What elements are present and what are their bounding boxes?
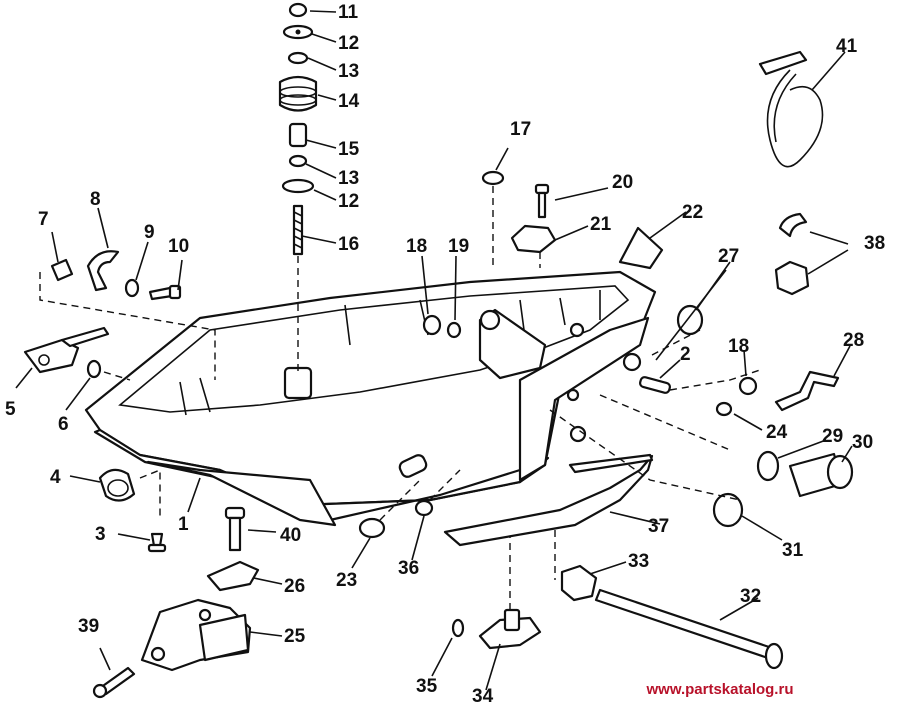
left-side-parts xyxy=(23,250,216,553)
callout-33: 33 xyxy=(628,551,649,572)
callout-17: 17 xyxy=(510,119,531,140)
right-side-parts xyxy=(549,50,854,670)
callout-4: 4 xyxy=(50,467,61,488)
callout-15: 15 xyxy=(338,139,360,160)
callout-27: 27 xyxy=(718,246,739,267)
callout-6: 6 xyxy=(58,414,69,435)
callout-9: 9 xyxy=(144,222,155,243)
callout-10: 10 xyxy=(168,236,189,257)
callout-5: 5 xyxy=(5,399,16,420)
callout-23: 23 xyxy=(336,570,357,591)
callout-34: 34 xyxy=(472,686,494,706)
callout-35: 35 xyxy=(416,676,438,697)
callout-39: 39 xyxy=(78,616,99,637)
callout-18-right: 18 xyxy=(728,336,749,357)
callout-8: 8 xyxy=(90,189,101,210)
callout-29: 29 xyxy=(822,426,843,447)
callout-1: 1 xyxy=(178,514,189,535)
callout-12-top: 12 xyxy=(338,33,359,54)
callout-20: 20 xyxy=(612,172,633,193)
callout-26: 26 xyxy=(284,576,305,597)
callout-31: 31 xyxy=(782,540,804,561)
bottom-left-parts xyxy=(92,506,260,699)
callout-22: 22 xyxy=(682,202,703,223)
lower-cowl-part xyxy=(84,270,657,527)
callout-25: 25 xyxy=(284,626,306,647)
callout-3: 3 xyxy=(95,524,106,545)
callout-11: 11 xyxy=(338,2,359,23)
callout-36: 36 xyxy=(398,558,419,579)
callout-13-bottom: 13 xyxy=(338,168,359,189)
callout-37: 37 xyxy=(648,516,669,537)
callout-38: 38 xyxy=(864,233,885,254)
callout-30: 30 xyxy=(852,432,873,453)
callout-13-top: 13 xyxy=(338,61,359,82)
bottom-center-parts xyxy=(358,453,654,650)
callout-labels: 1 2 3 4 5 6 7 8 9 10 11 12 12 13 13 14 1… xyxy=(5,2,885,706)
callout-24: 24 xyxy=(766,422,788,443)
callout-19: 19 xyxy=(448,236,469,257)
callout-16: 16 xyxy=(338,234,359,255)
watermark-text: www.partskatalog.ru xyxy=(646,681,794,698)
mount-stack-parts xyxy=(278,2,318,372)
callout-18-left: 18 xyxy=(406,236,427,257)
callout-41: 41 xyxy=(836,36,858,57)
callout-7: 7 xyxy=(38,209,49,230)
callout-2: 2 xyxy=(680,344,691,365)
callout-12-bottom: 12 xyxy=(338,191,359,212)
callout-leaders xyxy=(15,10,853,691)
callout-21: 21 xyxy=(590,214,612,235)
callout-14: 14 xyxy=(338,91,360,112)
callout-32: 32 xyxy=(740,586,761,607)
top-center-parts xyxy=(422,170,557,339)
callout-40: 40 xyxy=(280,525,301,546)
callout-28: 28 xyxy=(843,330,864,351)
